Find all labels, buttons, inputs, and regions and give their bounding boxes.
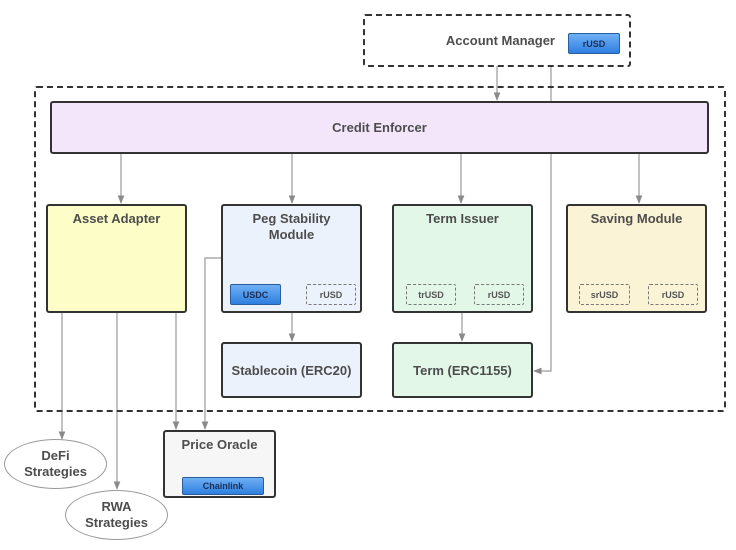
term-token-title: Term (ERC1155) xyxy=(413,362,512,378)
saving-module-box[interactable]: Saving Module srUSD rUSD xyxy=(566,204,707,313)
credit-enforcer-title: Credit Enforcer xyxy=(332,120,427,135)
arrow-account-to-term-token xyxy=(533,66,552,375)
psm-title-line2: Module xyxy=(268,227,315,242)
term-issuer-title: Term Issuer xyxy=(426,211,499,226)
psm-rusd-tag: rUSD xyxy=(306,284,356,305)
price-oracle-title: Price Oracle xyxy=(181,437,258,452)
psm-usdc-tag: USDC xyxy=(230,284,281,305)
arrow-psm-to-oracle xyxy=(201,257,221,430)
saving-module-srusd-tag: srUSD xyxy=(579,284,630,305)
peg-stability-module-box[interactable]: Peg Stability Module USDC rUSD xyxy=(221,204,362,313)
stablecoin-box[interactable]: Stablecoin (ERC20) xyxy=(221,342,362,398)
term-token-box[interactable]: Term (ERC1155) xyxy=(392,342,533,398)
asset-adapter-box[interactable]: Asset Adapter xyxy=(46,204,187,313)
saving-module-rusd-tag: rUSD xyxy=(648,284,698,305)
asset-adapter-title: Asset Adapter xyxy=(72,211,161,226)
protocol-boundary xyxy=(34,86,726,412)
term-issuer-rusd-tag: rUSD xyxy=(474,284,524,305)
price-oracle-chainlink-tag: Chainlink xyxy=(182,477,264,495)
account-manager-title: Account Manager xyxy=(445,33,555,48)
psm-title-line1: Peg Stability xyxy=(252,211,331,226)
defi-strategies-node[interactable]: DeFi Strategies xyxy=(4,439,107,489)
account-manager-box[interactable]: Account Manager rUSD xyxy=(363,14,631,67)
saving-module-title: Saving Module xyxy=(590,211,683,226)
defi-strategies-line1: DeFi xyxy=(41,448,70,463)
price-oracle-box[interactable]: Price Oracle Chainlink xyxy=(163,430,276,498)
term-issuer-box[interactable]: Term Issuer trUSD rUSD xyxy=(392,204,533,313)
stablecoin-title: Stablecoin (ERC20) xyxy=(231,362,352,378)
rwa-strategies-line2: Strategies xyxy=(85,515,148,530)
account-manager-rusd-tag: rUSD xyxy=(568,33,620,54)
term-issuer-trusd-tag: trUSD xyxy=(406,284,456,305)
defi-strategies-line2: Strategies xyxy=(24,464,87,479)
rwa-strategies-node[interactable]: RWA Strategies xyxy=(65,490,168,540)
credit-enforcer-box[interactable]: Credit Enforcer xyxy=(50,101,709,154)
rwa-strategies-line1: RWA xyxy=(101,499,132,514)
